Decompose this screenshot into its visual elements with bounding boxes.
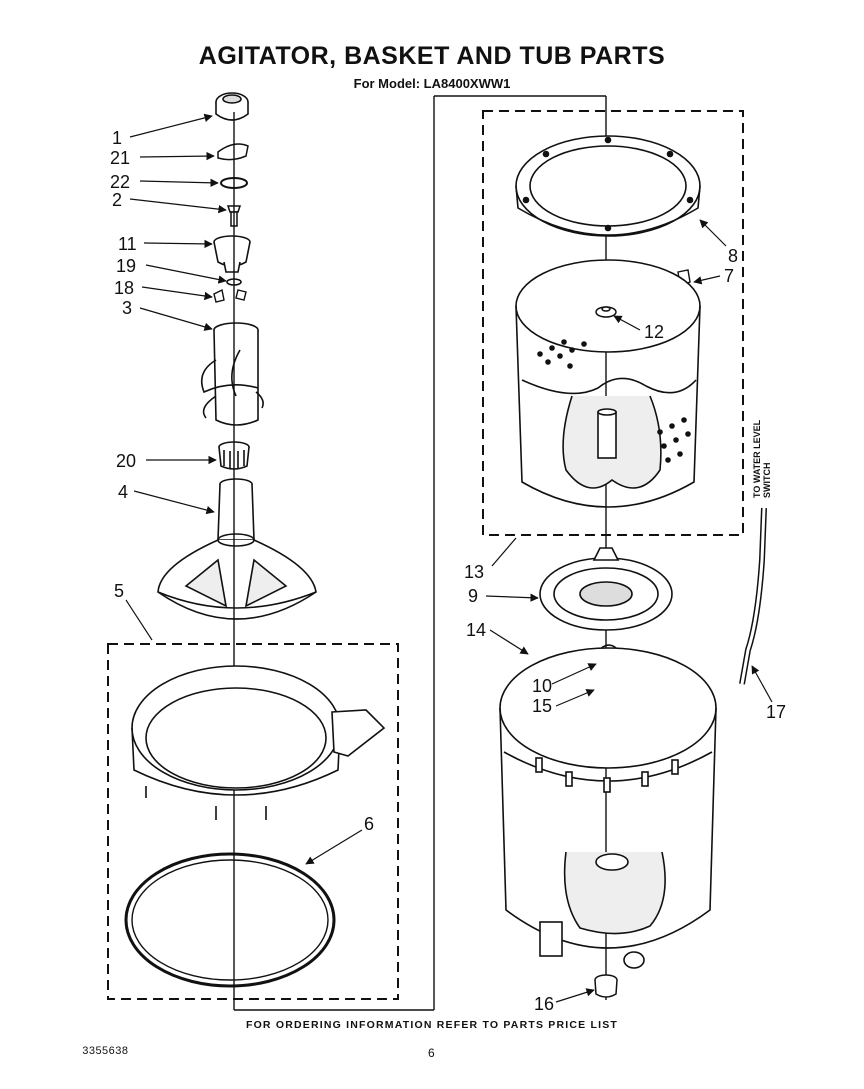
- drive-bell-part-20: [218, 441, 250, 470]
- drain-plug-part-16: [594, 974, 618, 998]
- page-number: 6: [428, 1046, 435, 1060]
- page-title: AGITATOR, BASKET AND TUB PARTS: [198, 42, 666, 70]
- callout-13: 13: [464, 562, 484, 582]
- callout-3: 3: [122, 298, 132, 318]
- callout-1: 1: [112, 128, 122, 148]
- callout-7: 7: [724, 266, 734, 286]
- pressure-hose-part-17: [739, 507, 767, 685]
- callout-10: 10: [532, 676, 552, 696]
- callout-22: 22: [110, 172, 130, 192]
- callout-11: 11: [118, 234, 137, 254]
- callout-leaders: [125, 113, 773, 1003]
- model-subtitle: For Model: LA8400XWW1: [353, 76, 511, 91]
- agitator-base-part-4: [157, 478, 317, 620]
- callout-18: 18: [114, 278, 134, 298]
- callout-4: 4: [118, 482, 128, 502]
- callout-14: 14: [466, 620, 486, 640]
- dogs-part-18: [213, 288, 247, 303]
- callout-20: 20: [116, 451, 136, 471]
- cam-part-21: [217, 143, 249, 161]
- agitator-barrel-part-3: [200, 322, 264, 426]
- ordering-footer-note: FOR ORDERING INFORMATION REFER TO PARTS …: [245, 1019, 619, 1031]
- callout-17: 17: [766, 702, 786, 722]
- callout-19: 19: [116, 256, 136, 276]
- callout-9: 9: [468, 586, 478, 606]
- spanner-nut-part-12: [595, 306, 617, 318]
- basket-drive-hub-part-9: [539, 547, 673, 631]
- document-number: 3355638: [82, 1046, 129, 1058]
- side-label-line2: SWITCH: [762, 463, 772, 499]
- callout-15: 15: [532, 696, 552, 716]
- tub-ring-gasket-part-6: [124, 852, 336, 988]
- side-label-line1: TO WATER LEVEL: [752, 419, 762, 498]
- basket-assembly-box: [482, 110, 744, 536]
- callout-12: 12: [644, 322, 664, 342]
- tub-ring-assembly-box: [107, 643, 399, 1000]
- callout-5: 5: [114, 581, 124, 601]
- dog-housing-part-11: [213, 235, 251, 273]
- callout-8: 8: [728, 246, 738, 266]
- balance-ring-part-8: [515, 135, 701, 237]
- tub-ring-part-5: [131, 665, 386, 820]
- outer-tub-part-14: [499, 647, 717, 969]
- callout-21: 21: [110, 148, 130, 168]
- callout-6: 6: [364, 814, 374, 834]
- callout-2: 2: [112, 190, 122, 210]
- agitator-cap-part-1: [215, 92, 249, 121]
- water-level-switch-label: TO WATER LEVEL SWITCH: [752, 419, 772, 498]
- spin-basket: [515, 259, 701, 508]
- callout-16: 16: [534, 994, 554, 1014]
